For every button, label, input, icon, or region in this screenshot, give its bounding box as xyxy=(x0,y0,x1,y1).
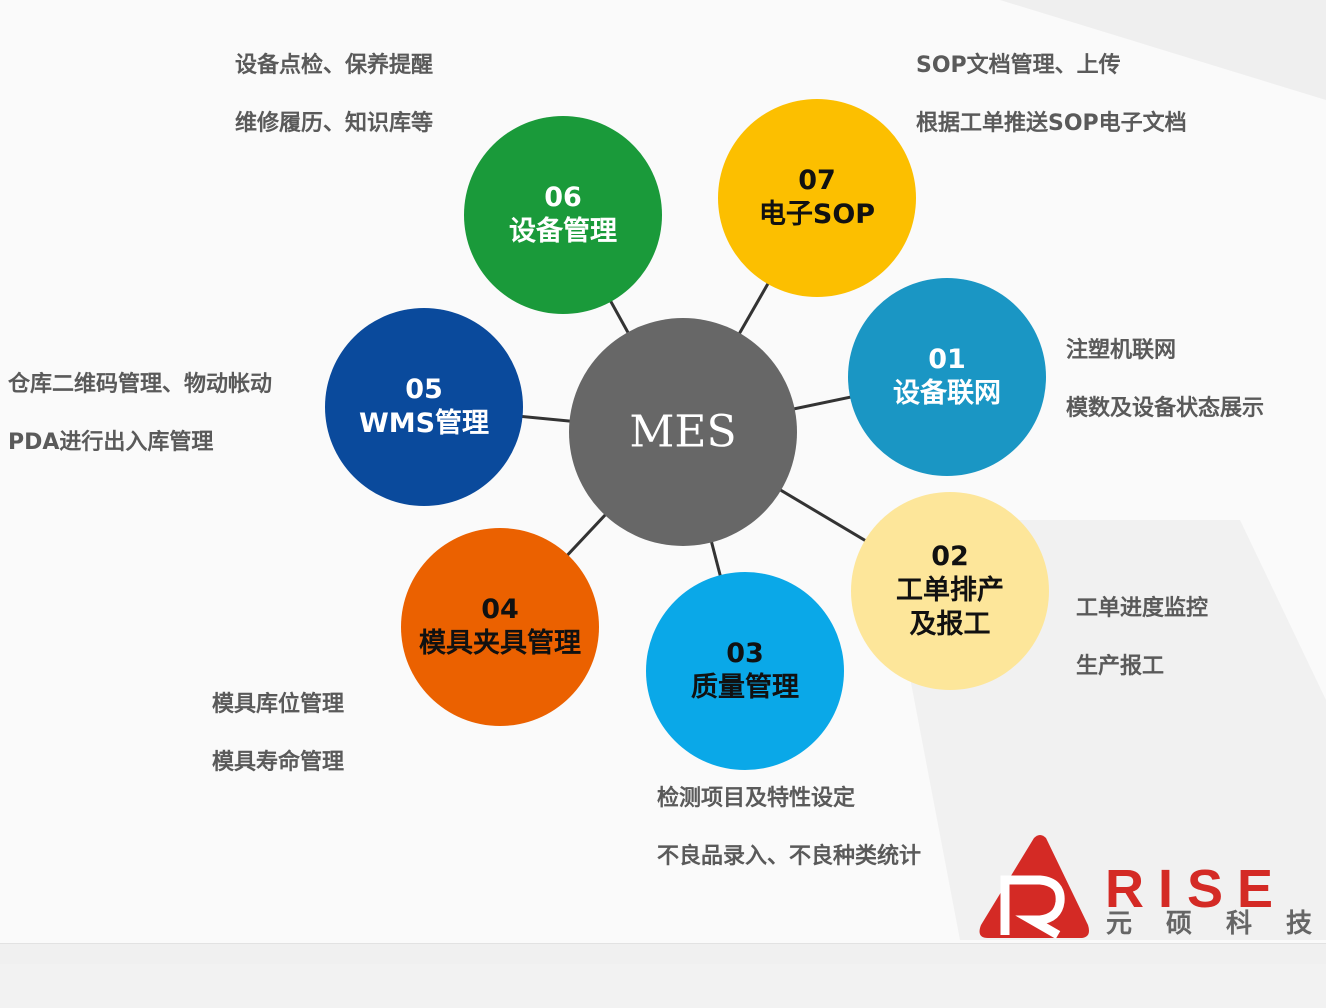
module-number: 02 xyxy=(931,541,969,572)
module-name: 电子SOP xyxy=(758,199,876,230)
module-note-03: 检测项目及特性设定 xyxy=(657,786,856,811)
module-note-02: 生产报工 xyxy=(1076,654,1165,679)
mes-label: MES xyxy=(629,406,737,458)
module-note-01: 注塑机联网 xyxy=(1066,338,1177,363)
module-name-line: 及报工 xyxy=(909,609,991,640)
mes-circle xyxy=(569,318,797,546)
module-note-07: SOP文档管理、上传 xyxy=(916,53,1121,78)
bottom-bar xyxy=(0,964,1326,1008)
module-number: 05 xyxy=(405,374,443,405)
module-number: 06 xyxy=(544,182,582,213)
module-circle-02 xyxy=(851,492,1049,690)
module-name: 模具夹具管理 xyxy=(419,628,581,659)
module-number: 04 xyxy=(481,594,519,625)
logo-word: RISE xyxy=(1105,859,1288,919)
module-circle-01 xyxy=(848,278,1046,476)
module-note-06: 设备点检、保养提醒 xyxy=(235,53,434,78)
module-circle-03 xyxy=(646,572,844,770)
module-name-line: 工单排产 xyxy=(896,575,1004,606)
module-note-03: 不良品录入、不良种类统计 xyxy=(657,844,922,869)
module-circle-04 xyxy=(401,528,599,726)
module-name: 设备管理 xyxy=(509,216,617,247)
module-note-04: 模具库位管理 xyxy=(212,692,345,717)
bottom-strip xyxy=(0,943,1326,965)
rise-logo-icon xyxy=(979,835,1089,939)
module-note-01: 模数及设备状态展示 xyxy=(1066,396,1265,421)
module-note-07: 根据工单推送SOP电子文档 xyxy=(916,111,1187,136)
module-name: 设备联网 xyxy=(893,378,1001,409)
module-number: 07 xyxy=(798,165,836,196)
module-name: WMS管理 xyxy=(358,408,490,439)
module-name: 质量管理 xyxy=(691,672,799,703)
module-note-05: 仓库二维码管理、物动帐动 xyxy=(8,372,273,397)
module-note-04: 模具寿命管理 xyxy=(212,750,345,775)
module-circle-06 xyxy=(464,116,662,314)
module-note-06: 维修履历、知识库等 xyxy=(235,111,434,136)
module-circle-05 xyxy=(325,308,523,506)
module-number: 01 xyxy=(928,344,966,375)
module-circle-07 xyxy=(718,99,916,297)
module-number: 03 xyxy=(726,638,764,669)
logo-cn: 元硕科技 xyxy=(1106,909,1326,939)
module-note-02: 工单进度监控 xyxy=(1076,596,1209,621)
module-note-05: PDA进行出入库管理 xyxy=(8,430,214,455)
